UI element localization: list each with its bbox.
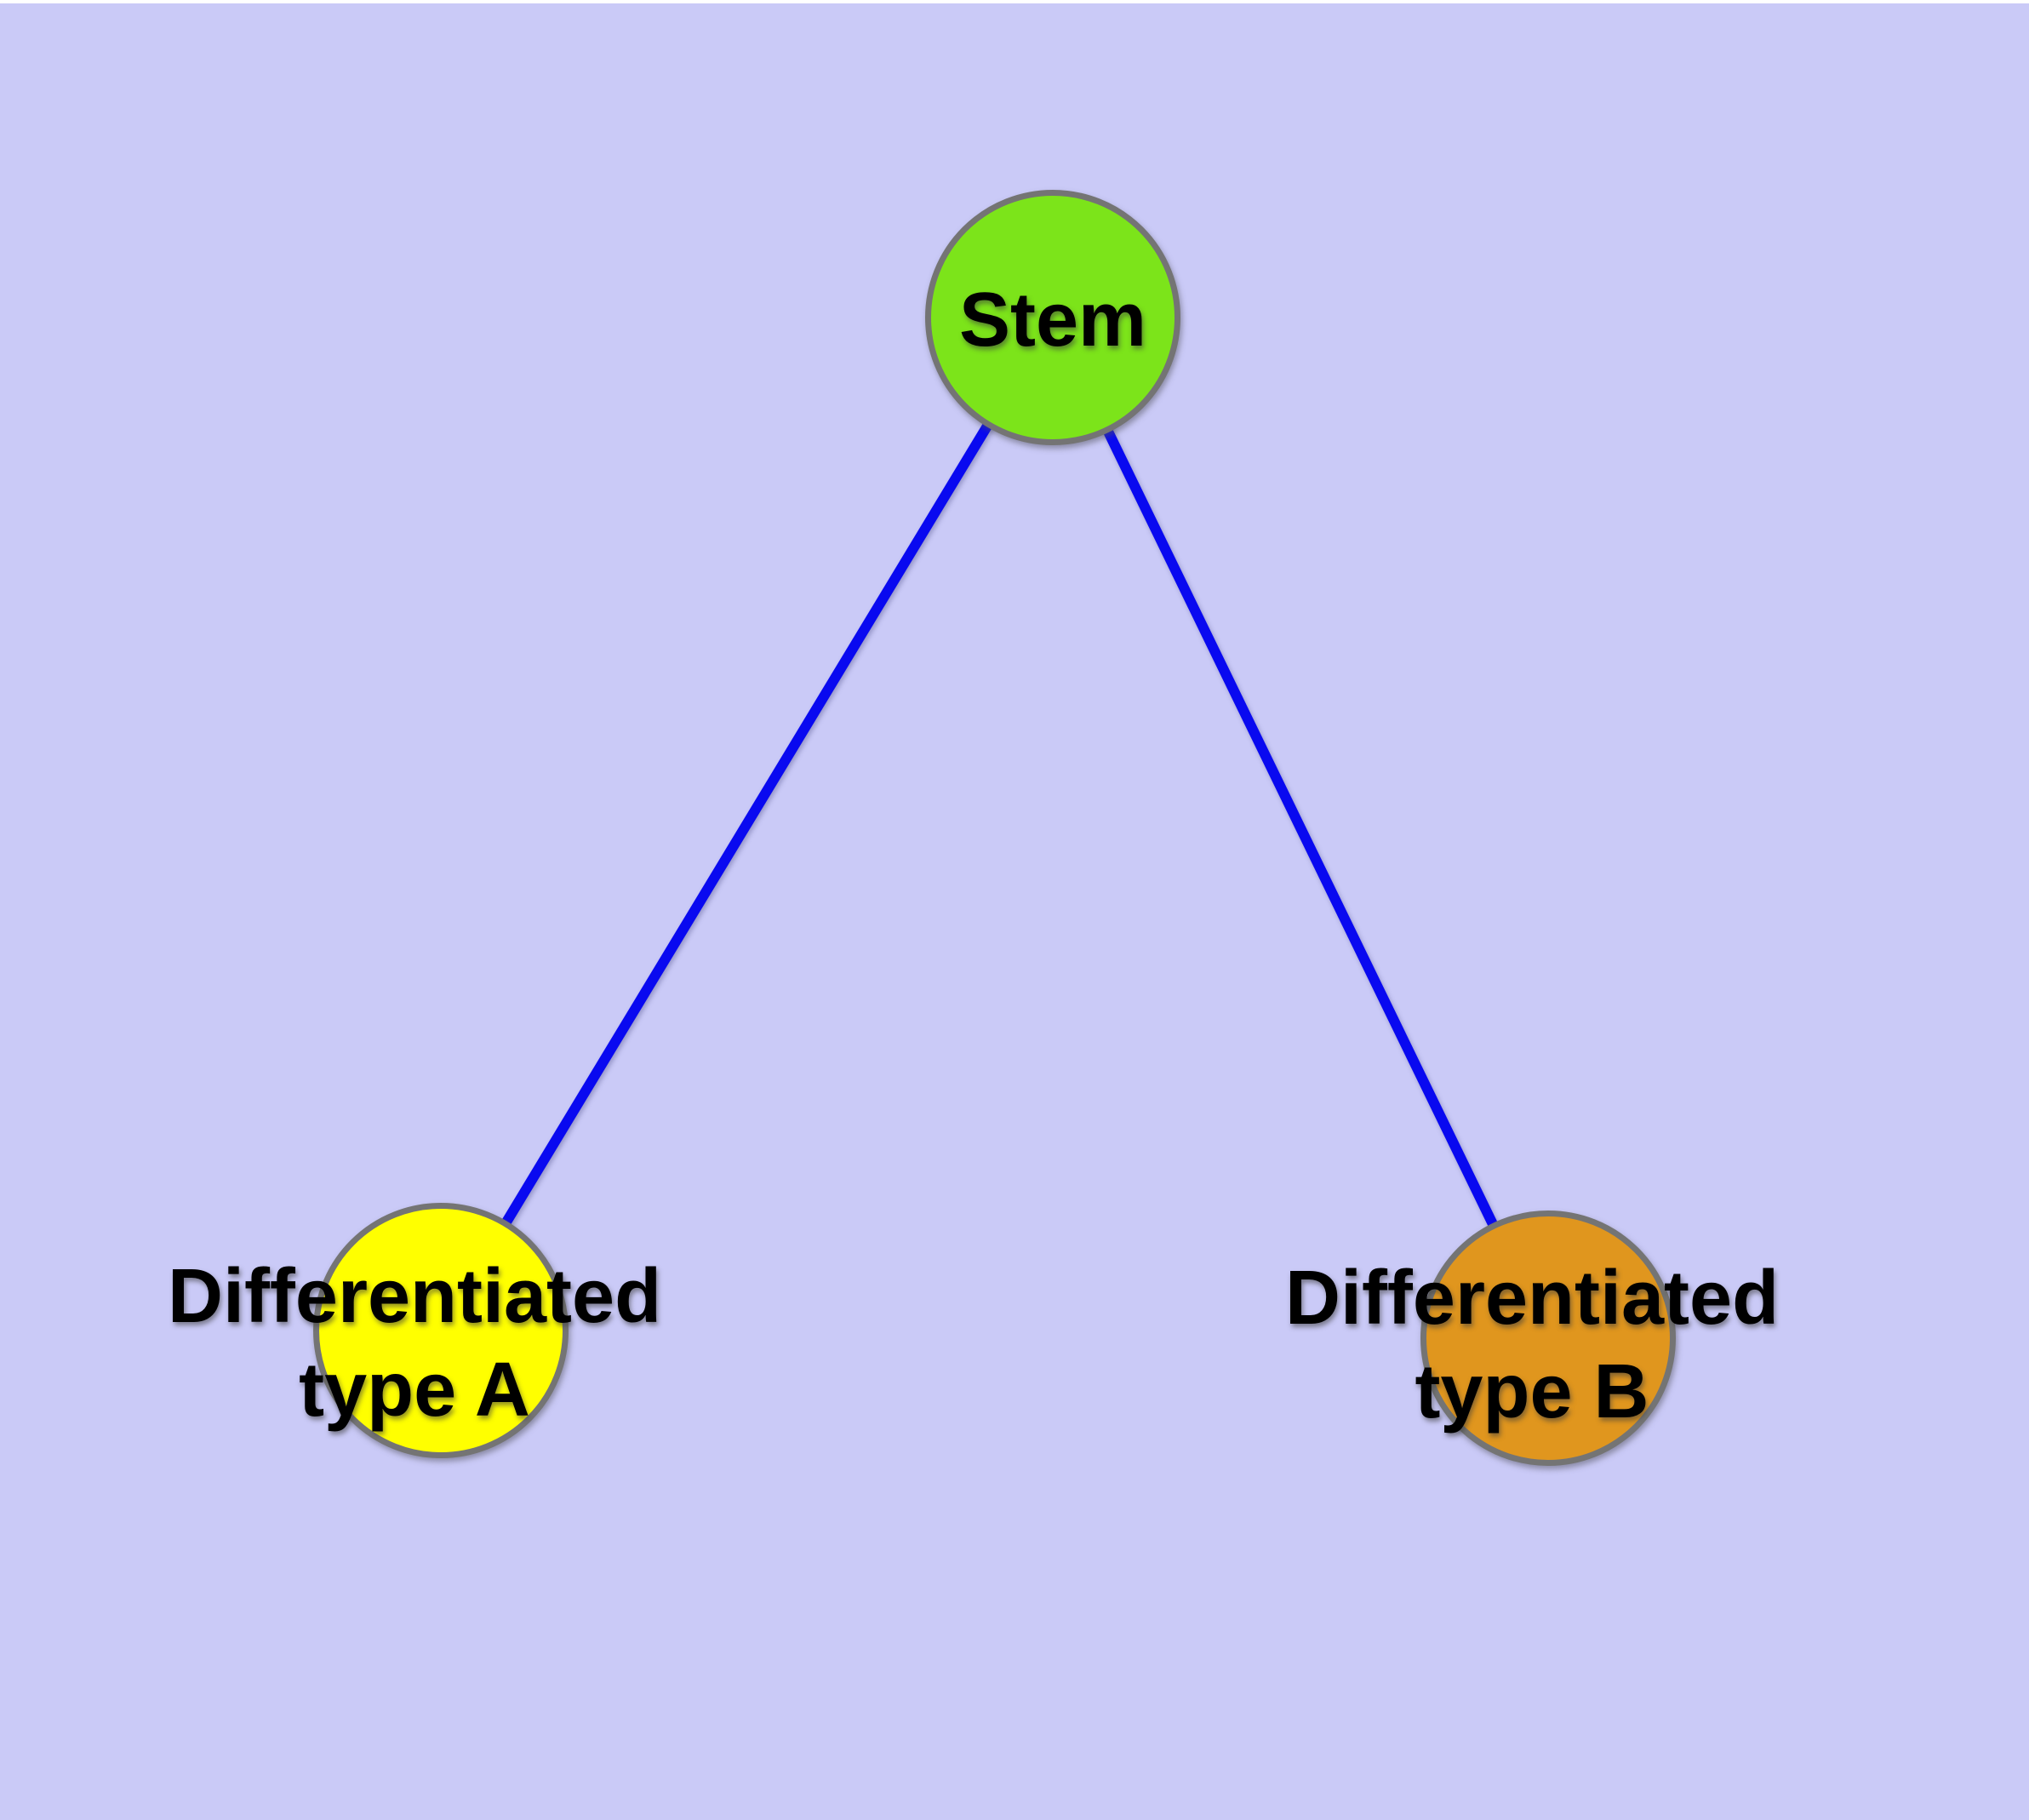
node-stem-circle[interactable] — [925, 190, 1180, 445]
edge-stem-to-type-a[interactable] — [436, 314, 1058, 1334]
edge-stem-to-type-b[interactable] — [1048, 315, 1553, 1341]
node-type-b-circle[interactable] — [1420, 1210, 1676, 1466]
node-type-a-circle[interactable] — [313, 1203, 569, 1458]
window-top-strip — [0, 0, 2029, 3]
